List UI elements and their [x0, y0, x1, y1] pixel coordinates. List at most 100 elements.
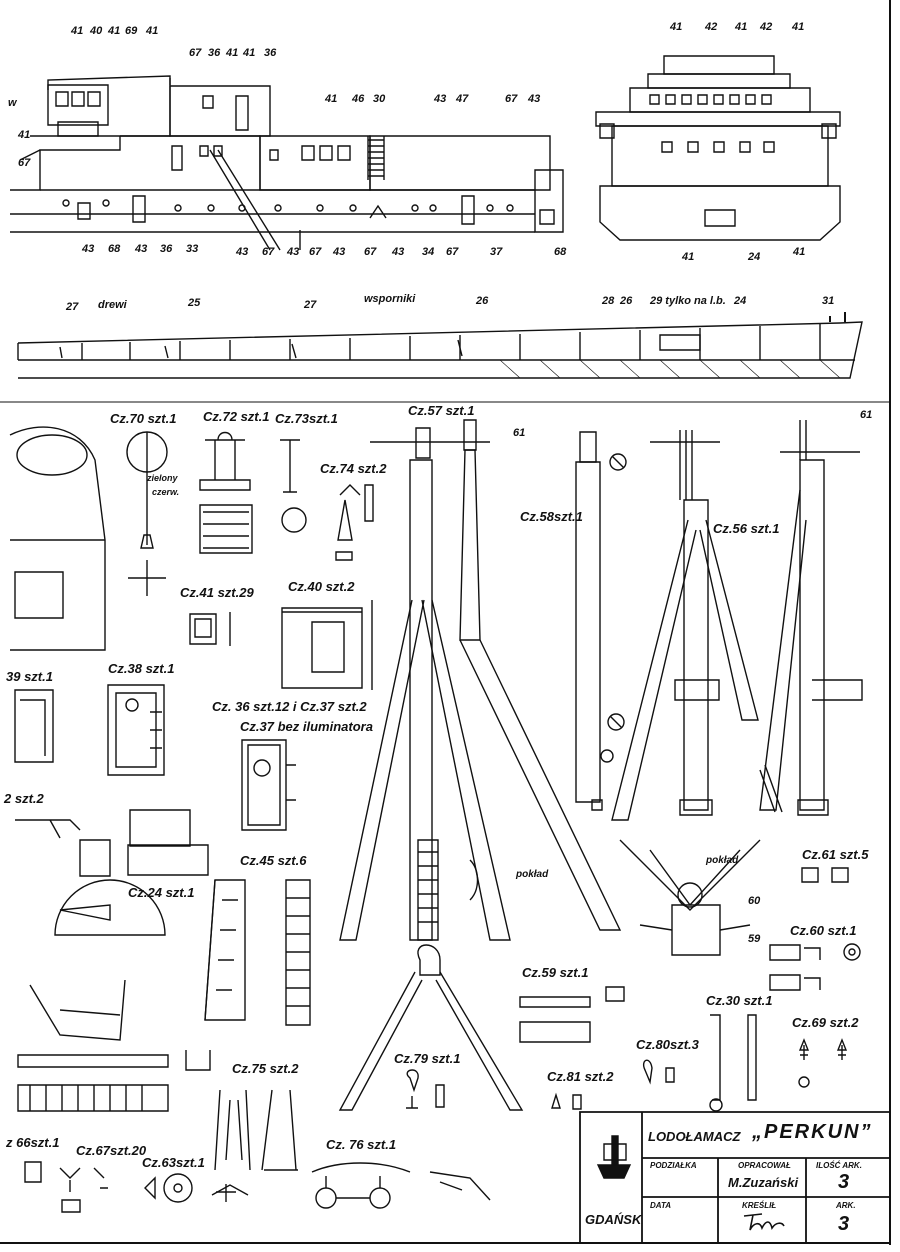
mast-57	[340, 420, 620, 1110]
profile-num: 43	[287, 246, 300, 258]
profile-num: 43	[528, 93, 541, 105]
part-label-cz67: Cz.67szt.20	[76, 1143, 147, 1158]
sheet-count-label: ILOŚĆ ARK.	[816, 1161, 862, 1170]
part-label-cz70: Cz.70 szt.1	[110, 411, 177, 426]
vessel-name: „PERKUN”	[752, 1121, 873, 1143]
profile-num: 43	[82, 243, 95, 255]
part-label-cz56: Cz.56 szt.1	[713, 521, 780, 536]
front-num: 42	[705, 21, 718, 33]
front-num: 41	[735, 21, 748, 33]
deck-label: wsporniki	[364, 293, 416, 305]
mast-58	[576, 432, 626, 810]
profile-num: 43	[434, 93, 447, 105]
profile-num: 34	[422, 246, 435, 258]
part-label-cz36: Cz. 36 szt.12 i Cz.37 szt.2	[212, 699, 367, 714]
part-label-cz39: 39 szt.1	[6, 669, 53, 684]
part-label-cz76: Cz. 76 szt.1	[326, 1137, 397, 1152]
profile-num: 36	[208, 47, 221, 59]
profile-num: 43	[236, 246, 249, 258]
part-label-cz79: Cz.79 szt.1	[394, 1051, 461, 1066]
part-label-cz72: Cz.72 szt.1	[203, 409, 270, 424]
part-label-cz41: Cz.41 szt.29	[180, 585, 254, 600]
profile-num: 69	[125, 25, 138, 37]
title-block-lines	[580, 1112, 890, 1243]
deck-note: pokład	[516, 869, 549, 880]
profile-num: 67	[446, 246, 459, 258]
author-name: M.Zuzański	[728, 1175, 799, 1190]
profile-letter: w	[8, 97, 17, 109]
city-label: GDAŃSK	[585, 1212, 642, 1227]
part-label-cz69: Cz.69 szt.2	[792, 1015, 859, 1030]
profile-num: 40	[90, 25, 103, 37]
part-label-cz75: Cz.75 szt.2	[232, 1061, 299, 1076]
part-ref-59: 59	[748, 933, 761, 945]
deck-label: 26	[476, 295, 489, 307]
date-label: DATA	[650, 1201, 672, 1210]
part-label-cz42: 2 szt.2	[4, 791, 44, 806]
deck-label: 28	[602, 295, 615, 307]
profile-num: 41	[146, 25, 159, 37]
part-label-cz80: Cz.80szt.3	[636, 1037, 699, 1052]
part-label-cz58: Cz.58szt.1	[520, 509, 583, 524]
profile-num: 33	[186, 243, 199, 255]
front-num: 42	[760, 21, 773, 33]
profile-num: 67	[18, 157, 31, 169]
part-label-cz37: Cz.37 bez iluminatora	[240, 719, 373, 734]
profile-num: 47	[456, 93, 469, 105]
part-label-cz81: Cz.81 szt.2	[547, 1069, 614, 1084]
profile-num: 41	[325, 93, 338, 105]
front-num: 41	[670, 21, 683, 33]
part-label-cz74: Cz.74 szt.2	[320, 461, 387, 476]
deck-label: 24	[734, 295, 747, 307]
profile-num: 43	[135, 243, 148, 255]
part-label-cz40: Cz.40 szt.2	[288, 579, 355, 594]
deck-label: 29 tylko na l.b.	[650, 295, 726, 307]
profile-num: 30	[373, 93, 386, 105]
part-ref-60: 60	[748, 895, 761, 907]
part-label-cz38: Cz.38 szt.1	[108, 661, 175, 676]
color-note-green: zielony	[147, 473, 178, 483]
deck-label: drewi	[98, 299, 127, 311]
profile-num: 46	[352, 93, 365, 105]
ship-logo	[598, 1136, 630, 1178]
part-label-cz60: Cz.60 szt.1	[790, 923, 857, 938]
left-parts	[10, 427, 210, 1182]
mast-56-front	[612, 430, 782, 955]
front-view	[596, 56, 840, 240]
sheet-number-label: ARK.	[836, 1201, 856, 1210]
profile-num: 41	[108, 25, 121, 37]
front-num: 41	[792, 21, 805, 33]
profile-view	[10, 76, 563, 250]
deck-label: 25	[188, 297, 201, 309]
deck-label: 26	[620, 295, 633, 307]
vessel-type: LODOŁAMACZ	[648, 1129, 741, 1144]
profile-num: 67	[309, 246, 322, 258]
deck-label: 31	[822, 295, 835, 307]
color-note-red: czerw.	[152, 487, 180, 497]
profile-num: 41	[243, 47, 256, 59]
part-label-cz73: Cz.73szt.1	[275, 411, 338, 426]
deck-label: 27	[66, 301, 79, 313]
profile-num: 41	[18, 129, 31, 141]
profile-num: 43	[392, 246, 405, 258]
part-label-cz59: Cz.59 szt.1	[522, 965, 589, 980]
profile-num: 67	[364, 246, 377, 258]
profile-num: 67	[189, 47, 202, 59]
part-label-cz63: Cz.63szt.1	[142, 1155, 205, 1170]
scale-label: PODZIAŁKA	[650, 1161, 697, 1170]
front-num: 24	[748, 251, 761, 263]
front-num: 41	[793, 246, 806, 258]
sheet-count-value: 3	[838, 1171, 852, 1193]
profile-num: 41	[71, 25, 84, 37]
profile-num: 67	[262, 246, 275, 258]
part-ref-61: 61	[860, 409, 873, 421]
deck-view	[18, 312, 862, 378]
signature	[740, 1210, 800, 1234]
part-label-cz66: z 66szt.1	[6, 1135, 60, 1150]
profile-num: 67	[505, 93, 518, 105]
profile-num: 43	[333, 246, 346, 258]
part-label-cz61: Cz.61 szt.5	[802, 847, 869, 862]
prepared-by-label: OPRACOWAŁ	[738, 1161, 791, 1170]
